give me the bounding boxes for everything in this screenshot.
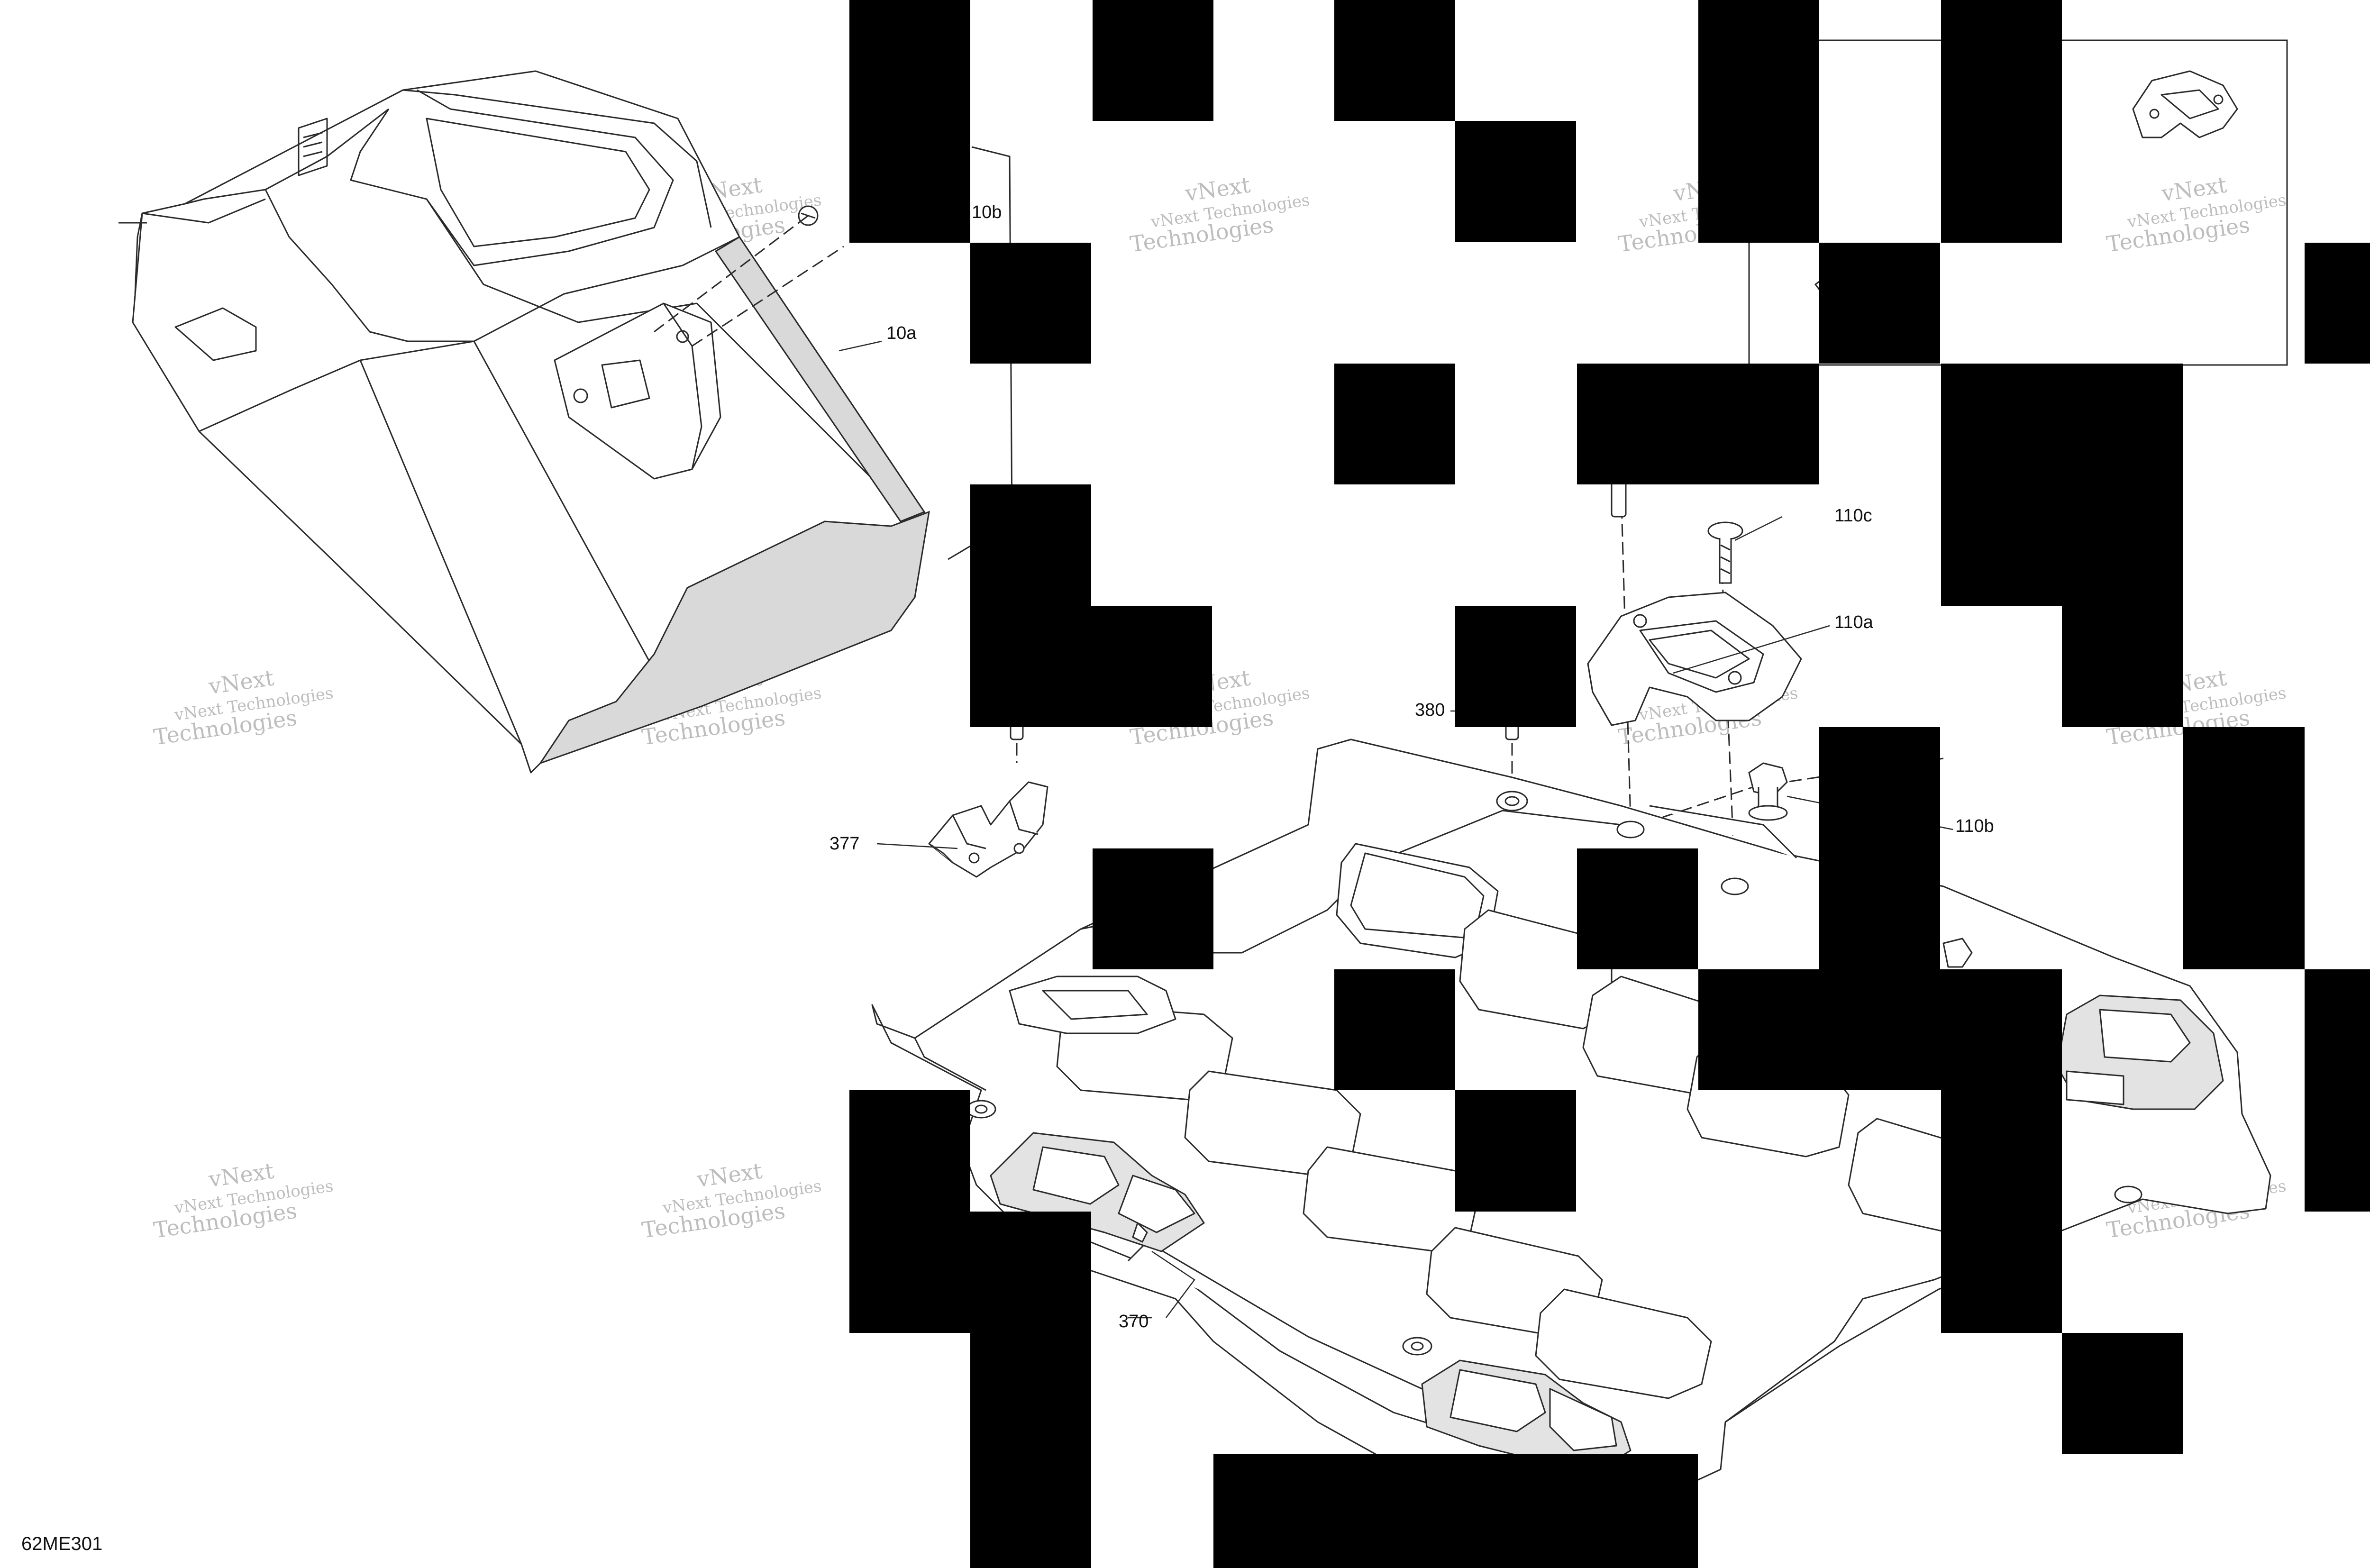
redaction-block — [1819, 243, 1940, 364]
inset-handle — [2132, 70, 2238, 138]
cover-shaded-side — [538, 236, 930, 765]
callout-10b: 10b — [972, 202, 1002, 222]
redaction-block — [1093, 0, 1213, 121]
diagram-reference-code: 62ME301 — [21, 1533, 102, 1554]
leader-lines — [839, 340, 1953, 1319]
redaction-block — [2305, 969, 2370, 1212]
redaction-block — [2183, 727, 2305, 969]
watermark: vNext Technologies vNext Technologies — [152, 665, 335, 750]
callout-110b: 110b — [1955, 816, 1994, 836]
redaction-block — [1213, 1454, 1698, 1568]
redaction-block — [1093, 848, 1213, 969]
callout-370: 370 — [1119, 1312, 1149, 1331]
redaction-block — [970, 243, 1091, 364]
redaction-block — [1577, 848, 1698, 969]
redaction-block — [1091, 606, 1212, 727]
redaction-block — [1334, 364, 1455, 484]
watermark: vNext Technologies vNext Technologies — [152, 1158, 335, 1243]
redaction-block — [1455, 121, 1576, 242]
redaction-block — [1941, 0, 2062, 243]
callout-380: 380 — [1415, 700, 1445, 720]
redaction-block — [1819, 727, 1940, 969]
redaction-block — [970, 484, 1091, 727]
redaction-block — [849, 1090, 970, 1333]
handle-110a — [1587, 592, 1802, 726]
callouts: 10b 10a 110c 110a 110b 380 377 370 — [830, 202, 1994, 1331]
clip-377 — [928, 781, 1048, 878]
nut-110b — [1748, 762, 1788, 821]
callout-110c: 110c — [1834, 506, 1872, 526]
redaction-block — [970, 1212, 1091, 1568]
redaction-block — [1941, 364, 2183, 606]
redaction-block — [1577, 364, 1819, 484]
redaction-block — [1698, 969, 2062, 1090]
callout-110a: 110a — [1834, 612, 1874, 632]
watermark: vNext Technologies vNext Technologies — [640, 1158, 823, 1243]
redaction-block — [1334, 0, 1455, 121]
callout-377: 377 — [830, 834, 859, 854]
redaction-block — [1455, 1090, 1576, 1212]
redaction-blocks — [849, 0, 2370, 1568]
redaction-block — [2062, 1333, 2183, 1454]
fastener-10b — [798, 205, 819, 226]
callout-10a: 10a — [886, 323, 917, 343]
redaction-block — [1334, 969, 1455, 1090]
watermark: vNext Technologies vNext Technologies — [1129, 172, 1311, 257]
redaction-block — [1941, 1090, 2062, 1333]
watermark: vNext Technologies vNext Technologies — [2105, 172, 2288, 257]
cover-panel-10a — [118, 70, 925, 774]
redaction-block — [1698, 0, 1819, 243]
redaction-block — [2305, 243, 2370, 364]
redaction-block — [849, 0, 970, 243]
screw-110c — [1707, 521, 1743, 584]
redaction-block — [1455, 606, 1576, 727]
redaction-block — [2062, 606, 2183, 727]
